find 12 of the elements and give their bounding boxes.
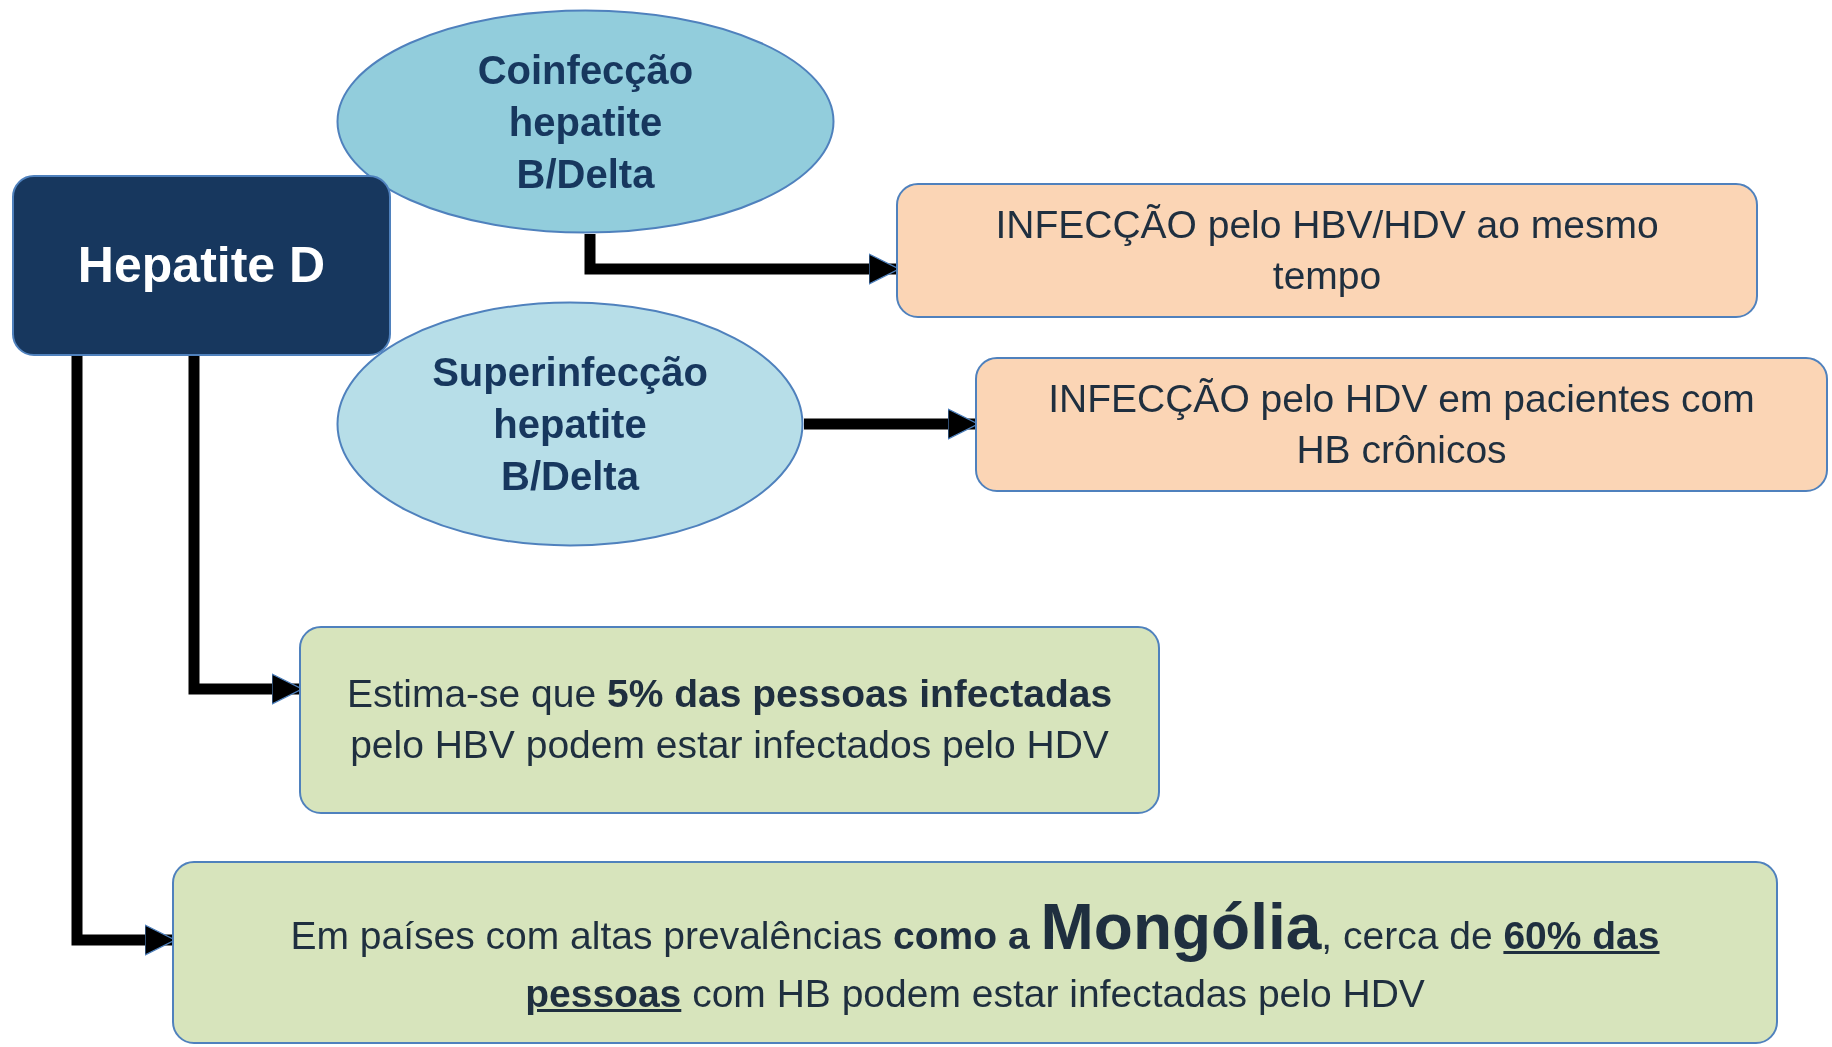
rounded-box — [975, 357, 1828, 492]
box-text: Em países com altas prevalências como a Mongólia, cerca de 60% das pessoas com HB podem estar infectadas pelo HDV — [289, 889, 1661, 1017]
rounded-box — [172, 861, 1778, 1044]
oval-label: Coinfecção hepatite B/Delta — [476, 46, 695, 198]
box-text: INFECÇÃO pelo HDV em pacientes com HB crônicos — [1047, 375, 1756, 473]
box-text: INFECÇÃO pelo HBV/HDV ao mesmo tempo — [994, 201, 1660, 299]
rounded-box — [896, 183, 1758, 318]
rounded-box — [299, 626, 1160, 814]
oval-label: Superinfecção hepatite B/Delta — [431, 349, 709, 500]
box-text: Hepatite D — [76, 236, 327, 295]
box-text: Estima-se que 5% das pessoas infectadas pelo HBV podem estar infectados pelo HDV — [345, 671, 1114, 768]
rounded-box — [12, 175, 391, 356]
